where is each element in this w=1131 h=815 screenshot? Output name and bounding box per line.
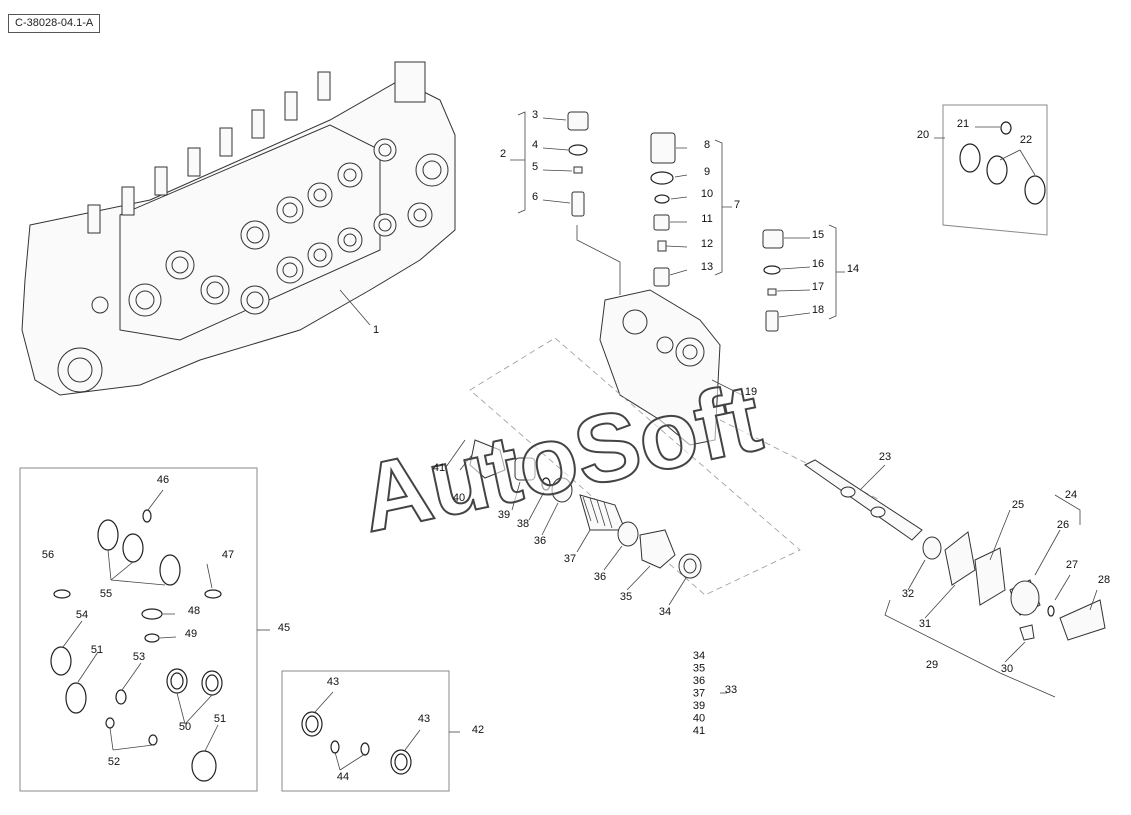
callout-8: 8 <box>704 139 710 151</box>
callout-44: 44 <box>337 771 349 783</box>
callout-32: 32 <box>902 588 914 600</box>
callout-35: 35 <box>620 591 632 603</box>
callout-42: 42 <box>472 724 484 736</box>
kit-33-item: 34 <box>693 650 705 662</box>
callout-20: 20 <box>917 129 929 141</box>
callout-51: 51 <box>91 644 103 656</box>
callout-22: 22 <box>1020 134 1032 146</box>
callout-50: 50 <box>179 721 191 733</box>
callout-53: 53 <box>133 651 145 663</box>
callout-52: 52 <box>108 756 120 768</box>
callout-2: 2 <box>500 148 506 160</box>
seal-kit-box-42 <box>281 670 450 792</box>
actuator-group-24 <box>884 494 1106 698</box>
callout-31: 31 <box>919 618 931 630</box>
check-valve-group-7 <box>650 132 732 287</box>
callout-28: 28 <box>1098 574 1110 586</box>
callout-54: 54 <box>76 609 88 621</box>
callout-3: 3 <box>532 109 538 121</box>
callout-36: 36 <box>534 535 546 547</box>
kit-33-item: 37 <box>693 688 705 700</box>
callout-25: 25 <box>1012 499 1024 511</box>
leader-lines <box>62 117 1098 771</box>
seal-kit-box-45 <box>19 467 258 792</box>
diagram-reference-code: C-38028-04.1-A <box>8 14 101 33</box>
kit-33-item: 40 <box>693 713 705 725</box>
callout-46: 46 <box>157 474 169 486</box>
callout-48: 48 <box>188 605 200 617</box>
kit-33-item: 41 <box>693 725 705 737</box>
spool-parts-row <box>469 439 702 579</box>
callout-51: 51 <box>214 713 226 725</box>
callout-4: 4 <box>532 139 538 151</box>
callout-24: 24 <box>1065 489 1077 501</box>
callout-55: 55 <box>100 588 112 600</box>
callout-34: 34 <box>659 606 671 618</box>
callout-5: 5 <box>532 161 538 173</box>
callout-37: 37 <box>564 553 576 565</box>
callout-12: 12 <box>701 238 713 250</box>
callout-11: 11 <box>701 213 712 225</box>
callout-40: 40 <box>453 492 465 504</box>
control-valve-assembly <box>21 61 456 396</box>
callout-14: 14 <box>847 263 859 275</box>
callout-23: 23 <box>879 451 891 463</box>
callout-47: 47 <box>222 549 234 561</box>
callout-38: 38 <box>517 518 529 530</box>
callout-17: 17 <box>812 281 824 293</box>
spool-23 <box>804 459 923 541</box>
relief-valve-group-2 <box>510 111 589 217</box>
callout-56: 56 <box>42 549 54 561</box>
callout-33: 33 <box>725 684 737 696</box>
callout-10: 10 <box>701 188 713 200</box>
callout-43: 43 <box>327 676 339 688</box>
callout-6: 6 <box>532 191 538 203</box>
callout-29: 29 <box>926 659 938 671</box>
callout-16: 16 <box>812 258 824 270</box>
callout-30: 30 <box>1001 663 1013 675</box>
callout-39: 39 <box>498 509 510 521</box>
callout-1: 1 <box>373 324 379 336</box>
callout-19: 19 <box>745 386 757 398</box>
callout-7: 7 <box>734 199 740 211</box>
kit-33-item: 36 <box>693 675 705 687</box>
callout-27: 27 <box>1066 559 1078 571</box>
callout-49: 49 <box>185 628 197 640</box>
callout-26: 26 <box>1057 519 1069 531</box>
callout-21: 21 <box>957 118 969 130</box>
callout-13: 13 <box>701 261 713 273</box>
valve-section-body <box>599 289 721 446</box>
callout-45: 45 <box>278 622 290 634</box>
callout-9: 9 <box>704 166 710 178</box>
watermark-text: AutoSoft <box>351 364 770 553</box>
callout-36: 36 <box>594 571 606 583</box>
kit-33-item: 39 <box>693 700 705 712</box>
callout-41: 41 <box>433 462 445 474</box>
callout-43: 43 <box>418 713 430 725</box>
seal-kit-box-20 <box>942 104 1048 236</box>
callout-15: 15 <box>812 229 824 241</box>
kit-33-item: 35 <box>693 663 705 675</box>
relief-valve-group-14 <box>762 224 845 332</box>
callout-18: 18 <box>812 304 824 316</box>
